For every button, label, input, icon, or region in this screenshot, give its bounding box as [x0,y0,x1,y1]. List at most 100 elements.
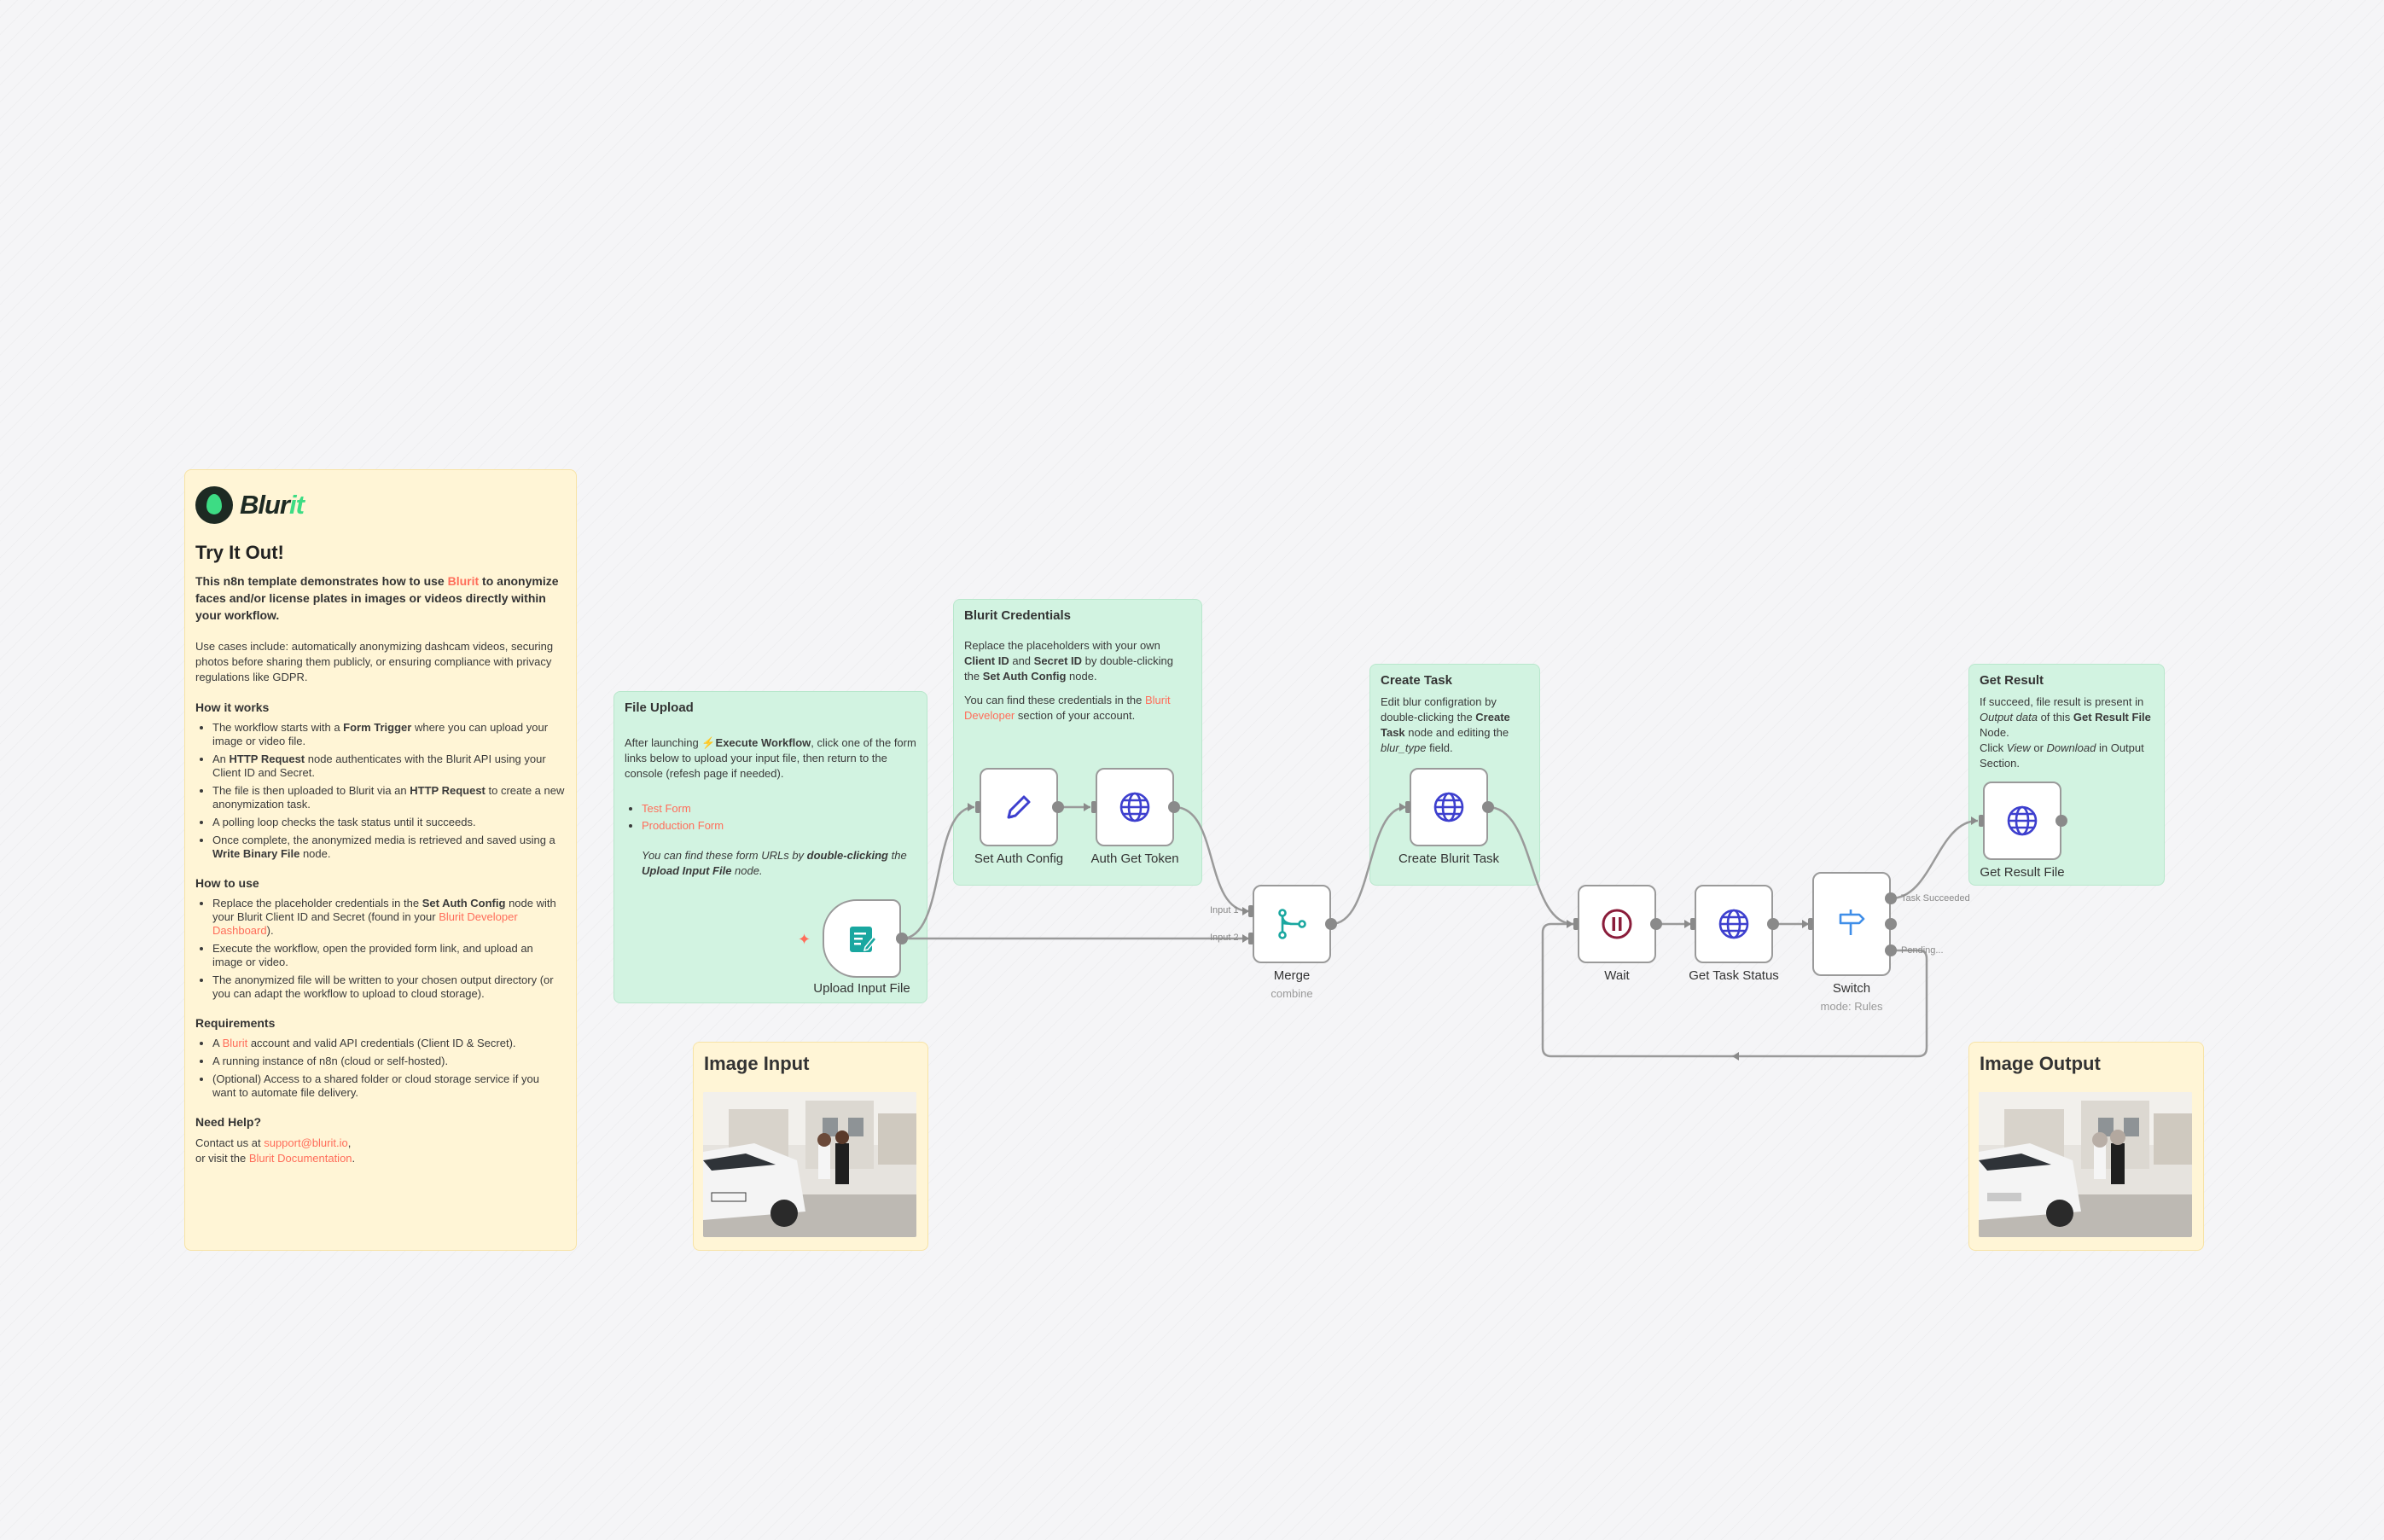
intro-lead: This n8n template demonstrates how to us… [195,574,559,622]
image-card-title: Image Input [704,1053,810,1074]
lightning-icon: ⚡ [701,736,716,749]
node-label: Upload Input File [813,981,910,996]
blurit-link[interactable]: Blurit [447,574,480,588]
node-subtitle: mode: Rules [1820,1000,1883,1013]
node-label: Get Result File [1980,865,2065,880]
input-port[interactable] [1573,918,1579,930]
globe-icon [1433,792,1464,822]
documentation-link[interactable]: Blurit Documentation [248,1152,352,1165]
note-text: You can find these credentials in the Bl… [964,694,1171,722]
output-port[interactable] [1482,801,1494,813]
input-port[interactable] [1091,801,1096,813]
list-item: A running instance of n8n (cloud or self… [212,1055,566,1068]
output-port[interactable] [2055,815,2067,827]
auth-get-token-node[interactable] [1096,768,1174,846]
list-item: A Blurit account and valid API credentia… [212,1037,566,1050]
intro-title: Try It Out! [195,542,284,563]
node-label: Get Task Status [1689,968,1779,983]
support-email-link[interactable]: support@blurit.io [264,1136,348,1149]
form-links-list: Test Form Production Form [625,802,916,833]
list-item: The anonymized file will be written to y… [212,973,566,1001]
node-label: Auth Get Token [1090,851,1179,866]
node-label: Wait [1604,968,1630,983]
output-port[interactable] [1650,918,1662,930]
output-port[interactable] [896,933,908,944]
output-port[interactable] [1885,892,1897,904]
port-label: Pending... [1901,945,1944,956]
input-port[interactable] [1979,815,1984,827]
port-label: Input 2 [1210,933,1239,943]
switch-node[interactable] [1812,872,1891,976]
pencil-icon [1007,795,1031,819]
test-form-link[interactable]: Test Form [642,802,691,815]
list-item: Test Form [642,802,916,816]
help-docs: or visit the Blurit Documentation. [195,1152,356,1165]
input-port[interactable] [1248,905,1253,917]
pause-icon [1602,909,1632,939]
output-port[interactable] [1885,944,1897,956]
need-help-heading: Need Help? [195,1115,262,1129]
intro-sticky-note[interactable]: Blurit Try It Out! This n8n template dem… [184,469,577,1251]
output-port[interactable] [1168,801,1180,813]
note-text: Replace the placeholders with your own C… [964,639,1173,683]
port-label: Task Succeeded [1901,893,1970,904]
output-port[interactable] [1885,918,1897,930]
node-label: Set Auth Config [974,851,1064,866]
connection [1330,805,1407,926]
merge-node[interactable] [1253,885,1331,963]
node-label: Merge [1273,968,1311,983]
input-port[interactable] [1808,918,1813,930]
node-subtitle: combine [1270,987,1313,1000]
production-form-link[interactable]: Production Form [642,819,724,832]
trigger-lightning-icon: ✦ [798,931,811,948]
how-it-works-list: The workflow starts with a Form Trigger … [195,721,566,861]
connection [1890,819,1979,900]
list-item: The file is then uploaded to Blurit via … [212,784,566,811]
node-label: Create Blurit Task [1398,851,1500,866]
list-item: Execute the workflow, open the provided … [212,942,566,969]
input-port[interactable] [1690,918,1695,930]
blurit-link[interactable]: Blurit [222,1037,248,1049]
connection [1173,805,1250,913]
connection [901,805,975,940]
list-item: A polling loop checks the task status un… [212,816,566,829]
how-it-works-heading: How it works [195,700,270,714]
upload-input-file-node[interactable] [823,899,901,978]
note-title: File Upload [625,700,694,715]
help-contact: Contact us at support@blurit.io, [195,1136,352,1149]
note-title: Blurit Credentials [964,608,1072,623]
list-item: Once complete, the anonymized media is r… [212,834,566,861]
output-port[interactable] [1052,801,1064,813]
create-blurit-task-node[interactable] [1410,768,1488,846]
note-text: Edit blur configration by double-clickin… [1381,695,1510,754]
list-item: Replace the placeholder credentials in t… [212,897,566,938]
note-text: After launching ⚡Execute Workflow, click… [625,736,916,780]
input-port[interactable] [1405,801,1410,813]
logo-text: Blur [240,490,290,520]
input-port[interactable] [1248,933,1253,944]
blurit-developer-link[interactable]: Blurit Developer [964,694,1171,722]
how-to-use-list: Replace the placeholder credentials in t… [195,897,566,1001]
output-port[interactable] [1767,918,1779,930]
logo-text-accent: it [289,490,305,520]
list-item: (Optional) Access to a shared folder or … [212,1072,566,1100]
connection [1487,805,1574,926]
developer-dashboard-link[interactable]: Blurit Developer Dashboard [212,910,518,937]
port-label: Input 1 [1210,905,1239,915]
requirements-heading: Requirements [195,1016,276,1030]
list-item: Production Form [642,819,916,833]
set-auth-config-node[interactable] [980,768,1058,846]
wait-node[interactable] [1578,885,1656,963]
note-hint: You can find these form URLs by double-c… [642,849,907,877]
node-label: Switch [1832,981,1871,996]
input-port[interactable] [975,801,980,813]
globe-icon [1718,909,1749,939]
get-result-file-node[interactable] [1983,782,2061,860]
get-task-status-node[interactable] [1695,885,1773,963]
note-text: If succeed, file result is present in Ou… [1980,695,2151,770]
output-port[interactable] [1325,918,1337,930]
input-photo [703,1092,916,1237]
merge-icon [1278,909,1306,939]
image-card-title: Image Output [1980,1053,2101,1074]
note-title: Create Task [1381,673,1452,688]
